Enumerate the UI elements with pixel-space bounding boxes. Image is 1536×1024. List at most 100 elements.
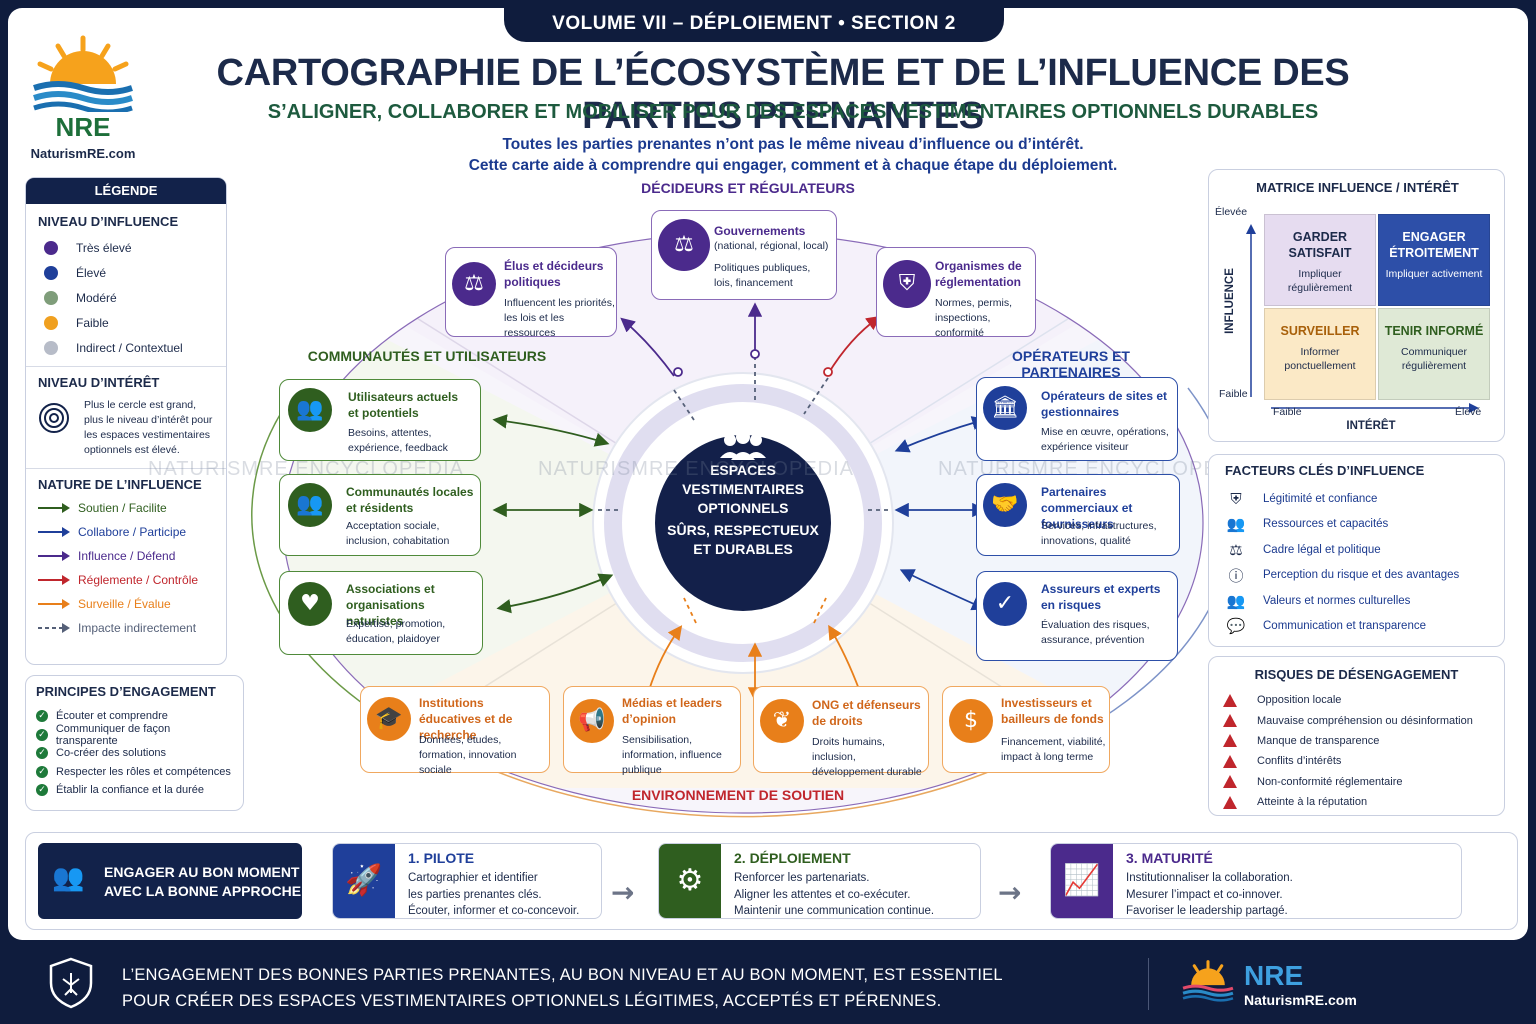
building-icon: 🏛 bbox=[983, 386, 1027, 430]
people-icon: 👥 bbox=[288, 388, 332, 432]
matrix-y-high: Élevée bbox=[1215, 206, 1248, 218]
warning-icon bbox=[1223, 714, 1237, 728]
matrix-cell-desc: Impliquer régulièrement bbox=[1287, 268, 1353, 294]
matrix-cell-title: GARDER SATISFAIT bbox=[1288, 230, 1352, 260]
stakeholder-partenaires[interactable]: 🤝 Partenaires commerciaux et fournisseur… bbox=[976, 474, 1180, 556]
matrix-cell-desc: Impliquer activement bbox=[1385, 268, 1483, 280]
matrix-cell-desc: Communiquer régulièrement bbox=[1401, 346, 1467, 372]
graduation-cap-icon: 🎓 bbox=[367, 697, 411, 741]
stakeholder-title: Assureurs et experts en risques bbox=[1041, 582, 1161, 612]
risk-item: Opposition locale bbox=[1223, 690, 1490, 710]
stakeholder-communautes[interactable]: 👥 Communautés locales et résidents Accep… bbox=[279, 474, 481, 556]
phase-line-2: Aligner les attentes et co-exécuter. bbox=[734, 888, 911, 901]
factor-label: Valeurs et normes culturelles bbox=[1263, 594, 1411, 607]
community-icon: 👥 bbox=[288, 483, 332, 527]
stakeholder-desc: Politiques publiques, lois, financement bbox=[714, 262, 811, 289]
phase-deploiement[interactable]: ⚙ 2. DÉPLOIEMENT Renforcer les partenari… bbox=[658, 843, 981, 919]
interest-level-title: NIVEAU D’INTÉRÊT bbox=[38, 375, 160, 390]
matrix-x-low: Faible bbox=[1273, 406, 1302, 418]
nature-arrow-icon bbox=[38, 575, 70, 585]
phase-arrow-1: → bbox=[611, 876, 635, 909]
nature-row: Influence / Défend bbox=[38, 544, 216, 568]
engage-line-1: ENGAGER AU BON MOMENT bbox=[104, 864, 300, 880]
stakeholder-utilisateurs[interactable]: 👥 Utilisateurs actuels et potentiels Bes… bbox=[279, 379, 481, 461]
nature-label: Influence / Défend bbox=[78, 549, 176, 563]
principle-item: ✓Écouter et comprendre bbox=[36, 707, 233, 726]
stakeholder-institutions[interactable]: 🎓 Institutions éducatives et de recherch… bbox=[360, 686, 550, 776]
principle-item: ✓Co-créer des solutions bbox=[36, 744, 233, 763]
principle-label: Co-créer des solutions bbox=[56, 747, 167, 760]
stakeholder-elus[interactable]: ⚖ Élus et décideurs politiques Influence… bbox=[445, 247, 617, 339]
phase-line-1: Cartographier et identifier bbox=[408, 872, 538, 884]
stakeholder-desc: Normes, permis, inspections, conformité bbox=[935, 297, 1013, 339]
nature-row: Surveille / Évalue bbox=[38, 592, 216, 616]
footer-url: NaturismRE.com bbox=[1244, 992, 1357, 1008]
stakeholder-title: Investisseurs et bailleurs de fonds bbox=[1001, 696, 1104, 726]
stakeholder-gouvernements[interactable]: ⚖ Gouvernements (national, régional, loc… bbox=[651, 210, 837, 300]
principle-item: ✓Respecter les rôles et compétences bbox=[36, 763, 233, 782]
phase-pilote[interactable]: 🚀 1. PILOTE Cartographier et identifier … bbox=[332, 843, 602, 919]
intro-line-2: Cette carte aide à comprendre qui engage… bbox=[468, 157, 1118, 174]
influence-level-row: Très élevé bbox=[38, 235, 216, 260]
stakeholder-assureurs[interactable]: ✓ Assureurs et experts en risques Évalua… bbox=[976, 571, 1178, 661]
matrix-cell-desc: Informer ponctuellement bbox=[1284, 346, 1356, 372]
stakeholder-title: Gouvernements bbox=[714, 224, 806, 238]
page-subtitle: S’ALIGNER, COLLABORER ET MOBILISER POUR … bbox=[267, 101, 1319, 123]
risk-label: Atteinte à la réputation bbox=[1257, 796, 1368, 809]
stakeholder-investisseurs[interactable]: $ Investisseurs et bailleurs de fonds Fi… bbox=[942, 686, 1110, 773]
phase-title: 2. DÉPLOIEMENT bbox=[734, 850, 851, 866]
leaf-hand-icon: ❦ bbox=[760, 699, 804, 743]
matrix-x-high: Élevé bbox=[1455, 406, 1482, 418]
matrix-panel: MATRICE INFLUENCE / INTÉRÊT Élevée Faibl… bbox=[1208, 169, 1505, 442]
stakeholder-desc: Besoins, attentes, expérience, feedback bbox=[348, 427, 448, 454]
rocket-icon: 🚀 bbox=[333, 844, 395, 918]
factors-panel: FACTEURS CLÉS D’INFLUENCE ⛨Légitimité et… bbox=[1208, 454, 1505, 647]
nature-label: Soutien / Facilite bbox=[78, 501, 167, 515]
matrix-cell-title: SURVEILLER bbox=[1280, 324, 1360, 338]
factor-item: 👥Ressources et capacités bbox=[1225, 512, 1488, 538]
phase-maturite[interactable]: 📈 3. MATURITÉ Institutionnaliser la coll… bbox=[1050, 843, 1462, 919]
stakeholder-desc: Influencent les priorités, les lois et l… bbox=[504, 297, 615, 339]
center-hub: ESPACES VESTIMENTAIRES OPTIONNELS SÛRS, … bbox=[658, 461, 828, 559]
nature-row: Collabore / Participe bbox=[38, 520, 216, 544]
stakeholder-medias[interactable]: 📢 Médias et leaders d’opinion Sensibilis… bbox=[563, 686, 741, 776]
stakeholder-operateurs[interactable]: 🏛 Opérateurs de sites et gestionnaires M… bbox=[976, 377, 1178, 461]
nature-label: Surveille / Évalue bbox=[78, 597, 171, 611]
risk-item: Mauvaise compréhension ou désinformation bbox=[1223, 710, 1490, 730]
nature-row: Soutien / Facilite bbox=[38, 496, 216, 520]
check-icon: ✓ bbox=[36, 710, 48, 723]
risk-label: Mauvaise compréhension ou désinformation bbox=[1257, 714, 1473, 727]
center-line-1: ESPACES bbox=[710, 462, 776, 478]
stakeholder-ong[interactable]: ❦ ONG et défenseurs de droits Droits hum… bbox=[753, 686, 929, 778]
factor-label: Ressources et capacités bbox=[1263, 518, 1389, 531]
principles-panel: PRINCIPES D’ENGAGEMENT ✓Écouter et compr… bbox=[25, 675, 244, 811]
stakeholder-associations[interactable]: ♥ Associations et organisations naturist… bbox=[279, 571, 483, 655]
stakeholder-desc: Acceptation sociale, inclusion, cohabita… bbox=[346, 520, 450, 547]
principle-item: ✓Établir la confiance et la durée bbox=[36, 781, 233, 800]
phase-arrow-2: → bbox=[998, 876, 1022, 909]
warning-icon bbox=[1223, 795, 1237, 809]
factor-label: Communication et transparence bbox=[1263, 620, 1426, 633]
center-line-5: ET DURABLES bbox=[693, 541, 793, 557]
matrix-y-label: INFLUENCE bbox=[1224, 268, 1236, 334]
center-line-3: OPTIONNELS bbox=[697, 500, 789, 516]
stakeholder-desc: Droits humains, inclusion, développement… bbox=[812, 736, 922, 778]
shield-check-icon: ⛨ bbox=[1230, 489, 1242, 508]
stakeholder-organismes[interactable]: ⛨ Organismes de réglementation Normes, p… bbox=[876, 247, 1036, 339]
check-icon: ✓ bbox=[36, 784, 48, 797]
nature-label: Réglemente / Contrôle bbox=[78, 573, 199, 587]
matrix-cell: GARDER SATISFAIT Impliquer régulièrement bbox=[1264, 214, 1376, 306]
logo: NRE NaturismRE.com bbox=[28, 32, 148, 162]
nature-arrow-icon bbox=[38, 623, 70, 633]
shield-check-icon: ✓ bbox=[983, 582, 1027, 626]
influence-dot bbox=[44, 265, 58, 280]
engage-banner: 👥 ENGAGER AU BON MOMENT AVEC LA BONNE AP… bbox=[38, 843, 302, 919]
scales-icon: ⚖ bbox=[1229, 540, 1243, 559]
nature-title: NATURE DE L’INFLUENCE bbox=[38, 477, 202, 492]
phase-line-1: Institutionnaliser la collaboration. bbox=[1126, 872, 1293, 884]
logo-url: NaturismRE.com bbox=[30, 146, 136, 161]
phase-line-3: Favoriser le leadership partagé. bbox=[1126, 905, 1288, 917]
